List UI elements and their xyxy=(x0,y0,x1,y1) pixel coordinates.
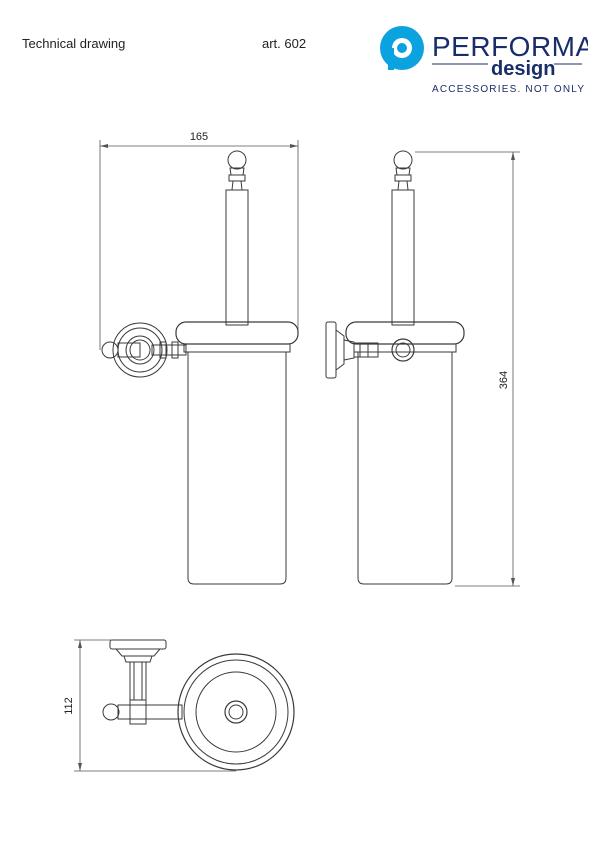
dimension-depth-label: 112 xyxy=(63,697,75,715)
drawing-title: Technical drawing xyxy=(22,36,126,51)
brand-tagline: ACCESSORIES. NOT ONLY xyxy=(432,84,585,95)
side-view xyxy=(325,150,465,585)
front-view xyxy=(101,150,299,585)
article-number: art. 602 xyxy=(262,36,307,51)
performa-logo: PERFORMA design ACCESSORIES. NOT ONLY xyxy=(380,26,588,95)
brand-sub: design xyxy=(491,58,555,80)
brand-mark-icon xyxy=(380,26,424,70)
dimension-depth: 112 xyxy=(63,639,236,772)
dimension-width: 165 xyxy=(99,131,299,350)
brand-name: PERFORMA xyxy=(432,31,588,62)
dimension-width-label: 165 xyxy=(190,131,208,143)
top-view xyxy=(102,639,295,771)
dimension-height: 364 xyxy=(415,151,520,587)
dimension-height-label: 364 xyxy=(498,371,510,389)
